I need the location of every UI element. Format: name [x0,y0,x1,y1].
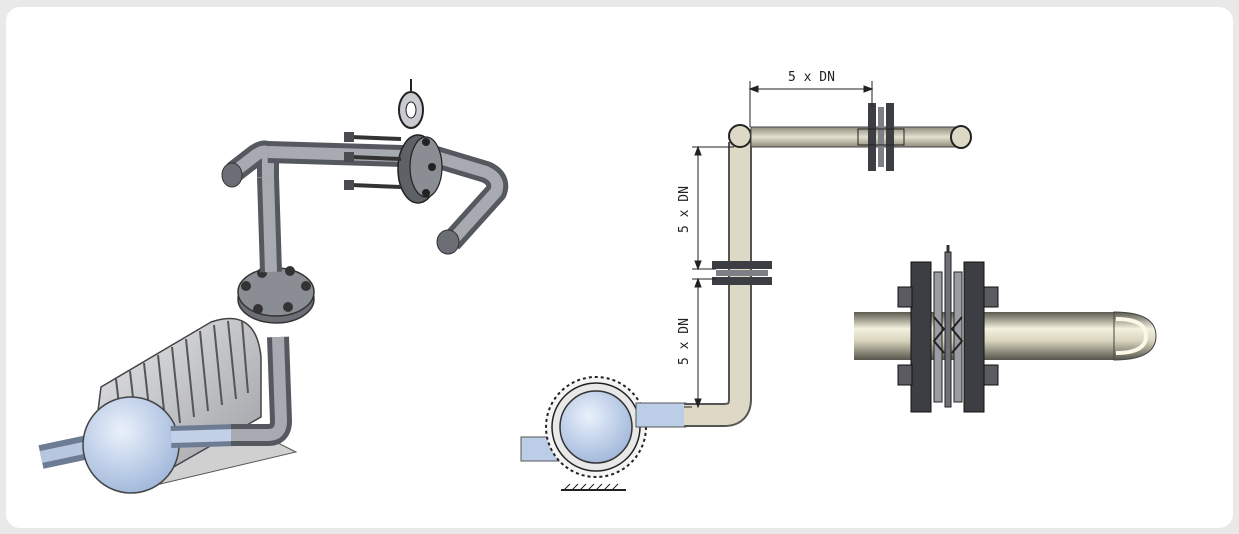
dimension-label-lower-vertical: 5 x DN [677,318,692,365]
flange-icon [857,103,905,171]
flange-detail-view [854,245,1157,413]
flange-exploded-icon [344,79,443,204]
pump-casing-icon [545,376,647,478]
dimension-label-upper-vertical: 5 x DN [677,186,692,233]
dimension-arrow-icon [684,81,874,409]
dimensioned-pump-view: 5 x DN 5 x DN 5 x DN [520,70,972,491]
pump-casing-icon [82,396,180,494]
flange-icon [897,245,999,413]
diagram-card: 5 x DN 5 x DN 5 x DN [6,7,1233,528]
pipe-installation-diagram: 5 x DN 5 x DN 5 x DN [38,70,1157,494]
isometric-pump-view [38,79,509,494]
flange-icon [712,261,772,285]
flange-icon [237,266,315,324]
dimension-label-top: 5 x DN [788,70,835,85]
